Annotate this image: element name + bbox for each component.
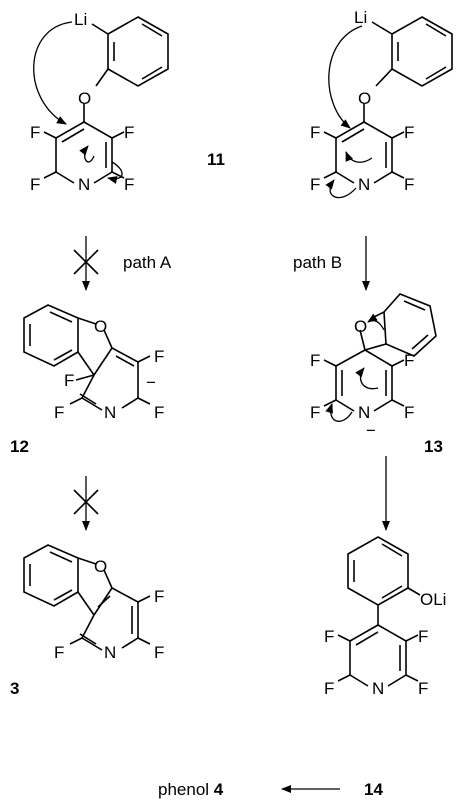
li-atom: Li [354,8,367,27]
fluorine-atom: F [418,627,428,646]
fluorine-atom: F [310,403,320,422]
fluorine-atom: F [324,679,334,698]
fluorine-atom: F [54,403,64,422]
path-a-label: path A [123,253,172,272]
oxygen-atom: O [354,317,367,336]
nitrogen-atom: N [372,679,384,698]
phenol-number: 4 [214,780,224,799]
oxygen-atom: O [358,89,371,108]
fluorine-atom: F [310,351,320,370]
nitrogen-atom: N [104,643,116,662]
nitrogen-atom: N [104,403,116,422]
path-a-blocked-arrow: path A [73,236,172,291]
molecule-11-path-b: Li O F F F N F [310,8,453,199]
nitrogen-atom: N [358,175,370,194]
fluorine-atom: F [418,679,428,698]
fluorine-atom: F [154,403,164,422]
oxygen-atom: O [94,557,107,576]
fluorine-atom: F [404,175,414,194]
compound-label-11: 11 [207,150,225,169]
fluorine-atom: F [154,347,164,366]
molecule-3: O F F N F [23,544,164,662]
nitrogen-atom: N [358,403,370,422]
fluorine-atom: F [310,123,320,142]
oxygen-atom: O [94,317,107,336]
fluorine-atom: F [404,351,414,370]
oli-group: OLi [420,590,446,609]
nitrogen-atom: N [78,175,90,194]
minus-charge: − [366,421,376,440]
li-atom: Li [74,10,87,29]
fluorine-atom: F [404,403,414,422]
compound-label-3: 3 [10,679,19,698]
fluorine-atom: F [64,371,74,390]
oxygen-atom: O [78,89,91,108]
compound-label-14: 14 [364,780,383,799]
path-a-blocked-arrow-2 [73,476,99,531]
fluorine-atom: F [54,643,64,662]
fluorine-atom: F [30,175,40,194]
compound-label-12: 12 [10,437,29,456]
path-b-label: path B [293,253,342,272]
molecule-12: O F F − F N F [23,304,164,422]
compound-label-13: 13 [424,437,443,456]
fluorine-atom: F [310,175,320,194]
phenol-product-label: phenol 4 [158,780,224,799]
fluorine-atom: F [404,123,414,142]
phenol-text: phenol [158,780,214,799]
fluorine-atom: F [154,587,164,606]
fluorine-atom: F [30,123,40,142]
minus-charge: − [146,373,156,392]
molecule-11-path-a: Li O F F F N F [30,10,169,194]
molecule-14: OLi F F F N F [324,536,446,698]
fluorine-atom: F [154,643,164,662]
fluorine-atom: F [124,175,134,194]
molecule-13: O F F F N F − [310,293,437,440]
fluorine-atom: F [124,123,134,142]
path-b-arrow: path B [293,236,370,291]
fluorine-atom: F [324,627,334,646]
